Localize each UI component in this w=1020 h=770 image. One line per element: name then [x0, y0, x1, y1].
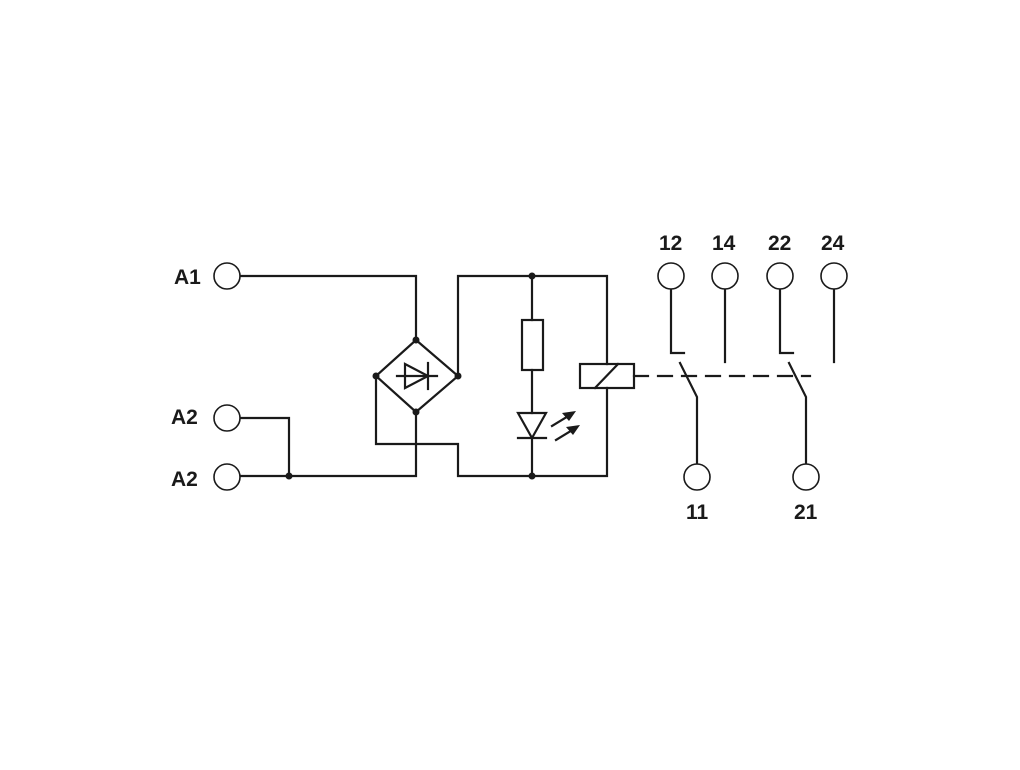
terminal-24 [820, 262, 848, 290]
resistor [520, 318, 545, 372]
junction-dot [528, 272, 536, 280]
bridge-rectifier [374, 338, 460, 414]
terminal-a2-top [213, 404, 241, 432]
label-14: 14 [712, 232, 736, 255]
junction-dot [528, 472, 536, 480]
junction-dot [412, 408, 420, 416]
contact-12-wire [669, 288, 686, 355]
input-wiring [238, 274, 534, 478]
junctions [285, 272, 536, 480]
label-11: 11 [686, 501, 709, 524]
terminal-22 [766, 262, 794, 290]
label-a2-bottom: A2 [171, 468, 198, 491]
label-22: 22 [768, 232, 791, 255]
contact-set-1 [669, 288, 727, 465]
wire-coil-top [530, 274, 609, 366]
label-a1: A1 [174, 266, 201, 289]
wire-a1 [238, 274, 418, 342]
terminal-a1 [213, 262, 241, 290]
contact-21-lever [787, 361, 808, 465]
wire-bridge-positive [456, 274, 534, 378]
label-12: 12 [659, 232, 682, 255]
junction-dot [285, 472, 293, 480]
terminal-a2-bottom [213, 463, 241, 491]
label-24: 24 [821, 232, 845, 255]
led-ray-1-arrow [562, 411, 576, 421]
contact-11-lever [678, 361, 699, 465]
junction-dot [454, 372, 462, 380]
terminal-21 [792, 463, 820, 491]
terminals [213, 262, 848, 491]
wire-a2-top [238, 416, 291, 478]
terminal-11 [683, 463, 711, 491]
coil-slash [593, 362, 620, 390]
junction-dot [412, 336, 420, 344]
led-indicator [516, 411, 580, 478]
led-triangle [516, 411, 548, 441]
bridge-diode-triangle [403, 362, 431, 390]
junction-dot [372, 372, 380, 380]
indicator-and-coil-circuit [516, 274, 636, 478]
contact-22-wire [778, 288, 795, 355]
label-a2-top: A2 [171, 406, 198, 429]
wire-coil-bottom [530, 386, 609, 478]
wire-bridge-negative [374, 374, 534, 478]
wire-a2-bottom [238, 410, 418, 478]
label-21: 21 [794, 501, 818, 524]
terminal-14 [711, 262, 739, 290]
terminal-12 [657, 262, 685, 290]
relay-coil [578, 362, 636, 390]
led-ray-2-arrow [566, 425, 580, 435]
contact-set-2 [778, 288, 836, 465]
